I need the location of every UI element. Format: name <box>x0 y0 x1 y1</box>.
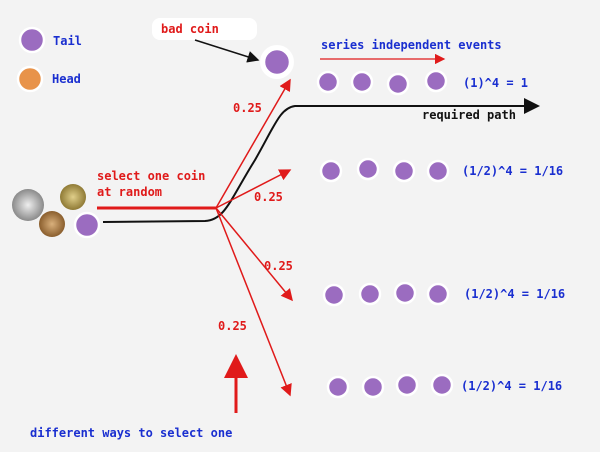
tail-icon <box>358 282 382 306</box>
outcome-row-1: (1)^4 = 1 <box>316 69 528 96</box>
outcome-result: (1/2)^4 = 1/16 <box>462 164 563 178</box>
branch-arrow-4 <box>215 207 292 397</box>
tail-icon <box>424 69 448 93</box>
tail-icon <box>356 157 380 181</box>
branch-probability-4: 0.25 <box>218 319 247 333</box>
outcome-result: (1)^4 = 1 <box>463 76 528 90</box>
tail-icon <box>316 70 340 94</box>
required-path-label: required path <box>422 108 516 122</box>
branch-arrow-1 <box>215 78 291 209</box>
tail-icon <box>326 375 350 399</box>
head-legend-label: Head <box>52 72 81 86</box>
branch-arrow-3 <box>215 207 293 302</box>
tail-icon <box>386 72 410 96</box>
tail-icon <box>319 159 343 183</box>
select-label-line2: at random <box>97 185 162 199</box>
outcome-result: (1/2)^4 = 1/16 <box>464 287 565 301</box>
tail-icon <box>322 283 346 307</box>
tail-icon <box>393 281 417 305</box>
tail-icon <box>392 159 416 183</box>
tail-icon <box>361 375 385 399</box>
required-path-line <box>102 98 540 223</box>
branch-probability-1: 0.25 <box>233 101 262 115</box>
branch-arrow-2 <box>215 169 292 209</box>
bad-coin-label-bg <box>152 18 257 40</box>
bad-coin-label: bad coin <box>161 22 219 36</box>
branch-probability-2: 0.25 <box>254 190 283 204</box>
bad-coin-icon <box>262 47 292 77</box>
bad-coin-pointer-arrow <box>194 39 260 63</box>
select-label-line1: select one coin <box>97 169 205 183</box>
outcome-result: (1/2)^4 = 1/16 <box>461 379 562 393</box>
outcome-row-3: (1/2)^4 = 1/16 <box>322 281 565 307</box>
tail-icon <box>426 159 450 183</box>
tail-icon <box>350 70 374 94</box>
tail-icon <box>395 373 419 397</box>
tail-legend-icon <box>18 26 46 54</box>
tail-icon <box>430 373 454 397</box>
tail-icon <box>426 282 450 306</box>
series-label: series independent events <box>321 38 502 52</box>
gold-coin-icon <box>60 184 86 210</box>
outcome-row-4: (1/2)^4 = 1/16 <box>326 373 562 399</box>
silver-coin-icon <box>12 189 44 221</box>
bronze-coin-icon <box>39 211 65 237</box>
outcome-row-2: (1/2)^4 = 1/16 <box>319 157 563 183</box>
head-legend-icon <box>16 65 44 93</box>
bad-coin-in-set-icon <box>73 211 101 239</box>
different-ways-label: different ways to select one <box>30 426 232 440</box>
tail-legend-label: Tail <box>53 34 82 48</box>
branch-probability-3: 0.25 <box>264 259 293 273</box>
